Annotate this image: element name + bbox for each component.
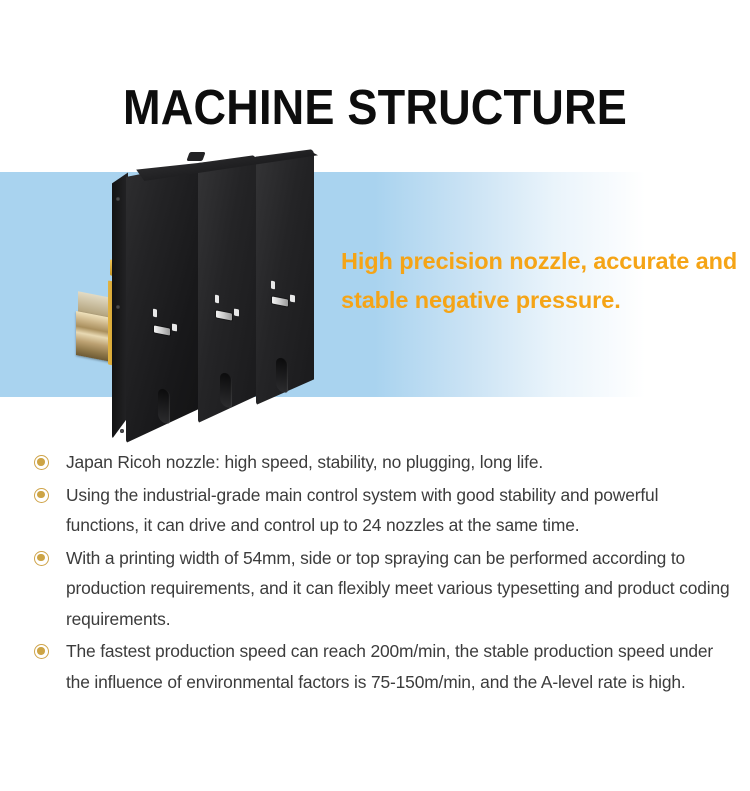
product-photo — [68, 145, 348, 445]
module-2-port — [234, 308, 239, 317]
page-title: MACHINE STRUCTURE — [122, 80, 628, 135]
screw-bottom — [120, 429, 124, 433]
bullet-icon — [34, 644, 49, 659]
module-3-indicator — [271, 280, 275, 290]
nozzle-outlet-3 — [276, 356, 288, 394]
bullet-icon — [34, 487, 49, 503]
feature-item: Japan Ricoh nozzle: high speed, stabilit… — [34, 447, 734, 478]
feature-text: Japan Ricoh nozzle: high speed, stabilit… — [66, 452, 544, 472]
module-left-side — [112, 172, 128, 439]
feature-item: With a printing width of 54mm, side or t… — [34, 543, 734, 635]
hero-banner: High precision nozzle, accurate and stab… — [0, 149, 750, 443]
bullet-icon — [34, 550, 49, 566]
feature-text: The fastest production speed can reach 2… — [66, 641, 714, 692]
module-1-port — [172, 323, 177, 332]
screw-middle — [116, 305, 120, 309]
module-2-indicator — [215, 294, 219, 304]
feature-item: The fastest production speed can reach 2… — [34, 636, 734, 697]
nozzle-outlet-2 — [220, 371, 232, 409]
module-1-indicator — [153, 308, 157, 318]
bullet-icon — [34, 455, 49, 470]
feature-list: Japan Ricoh nozzle: high speed, stabilit… — [34, 447, 734, 699]
feature-item: Using the industrial-grade main control … — [34, 480, 734, 541]
hero-tagline: High precision nozzle, accurate and stab… — [341, 248, 738, 313]
module-3-port — [290, 294, 295, 303]
screw-top — [116, 197, 120, 201]
nozzle-outlet-1 — [158, 387, 170, 425]
feature-text: With a printing width of 54mm, side or t… — [66, 547, 730, 629]
feature-text: Using the industrial-grade main control … — [66, 484, 659, 536]
module-top-connector — [186, 152, 206, 161]
